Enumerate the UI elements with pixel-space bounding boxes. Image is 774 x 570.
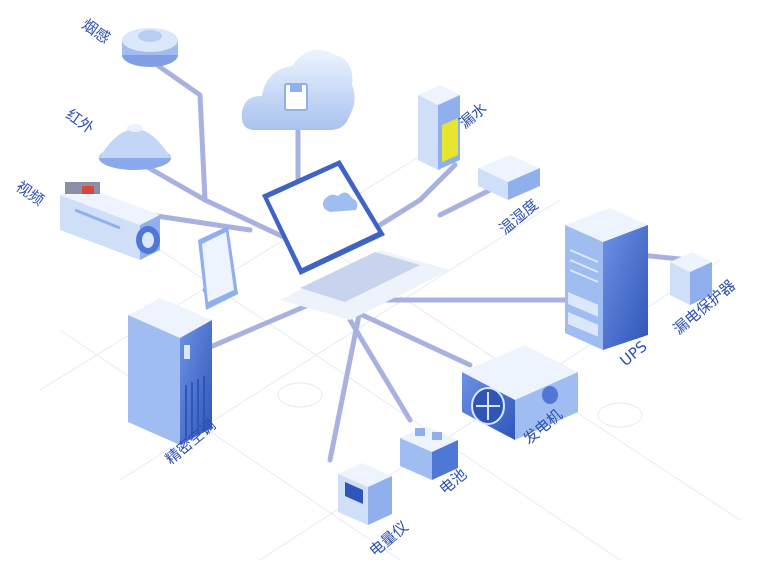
leakage-protector-icon bbox=[670, 252, 712, 305]
laptop-icon bbox=[262, 160, 450, 320]
ups-cabinet-icon bbox=[565, 208, 648, 350]
smartphone-icon bbox=[198, 226, 238, 310]
precision-ac-icon bbox=[128, 298, 212, 445]
temp-humidity-sensor-icon bbox=[478, 155, 540, 200]
power-meter-icon bbox=[338, 463, 392, 525]
smoke-detector-icon bbox=[122, 28, 178, 67]
cloud-storage-icon bbox=[241, 49, 355, 131]
battery-icon bbox=[400, 426, 458, 480]
generator-icon bbox=[462, 345, 578, 440]
video-camera-icon bbox=[60, 182, 160, 260]
water-leak-sensor-icon bbox=[418, 85, 460, 170]
infrared-sensor-icon bbox=[99, 124, 171, 170]
